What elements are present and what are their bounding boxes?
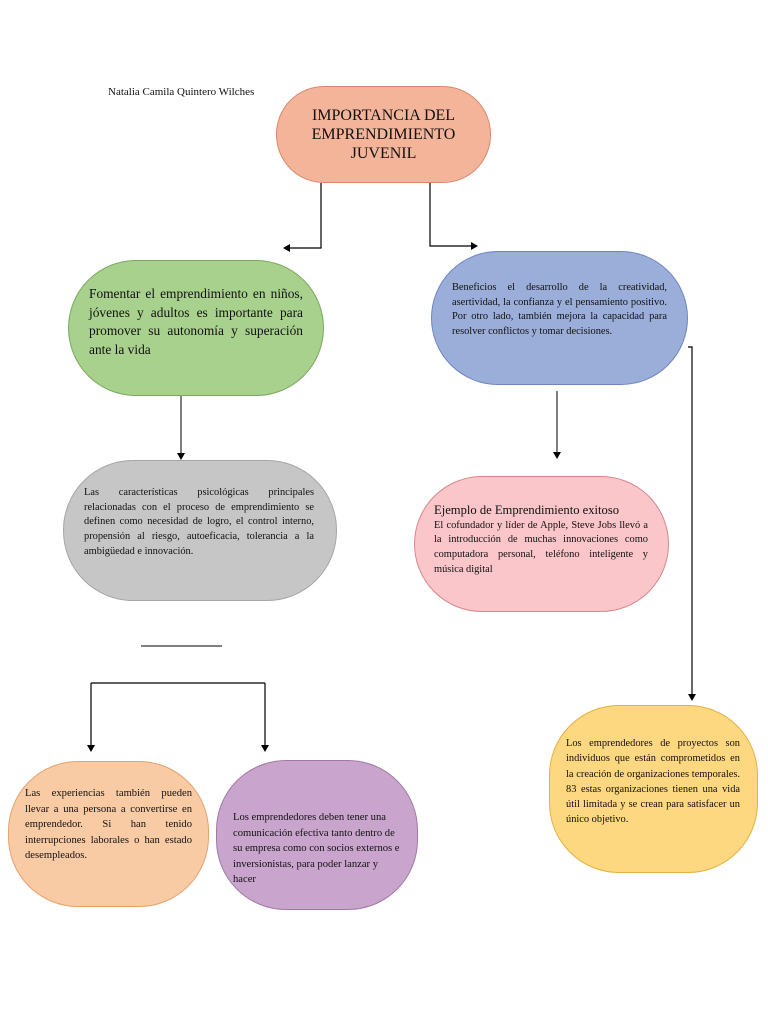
title-node: IMPORTANCIA DEL EMPRENDIMIENTO JUVENIL (276, 86, 491, 183)
node-proyectos: Los emprendedores de proyectos son indiv… (549, 705, 758, 873)
node-fomentar-text: Fomentar el emprendimiento en niños, jóv… (89, 286, 303, 357)
node-ejemplo-text: El cofundador y líder de Apple, Steve Jo… (434, 519, 648, 575)
node-comunicacion: Los emprendedores deben tener una comuni… (216, 760, 418, 910)
node-proyectos-text: Los emprendedores de proyectos son indiv… (566, 738, 740, 826)
node-fomentar: Fomentar el emprendimiento en niños, jóv… (68, 260, 324, 396)
node-caracteristicas: Las características psicológicas princip… (63, 460, 337, 601)
node-experiencias: Las experiencias también pueden llevar a… (8, 761, 209, 907)
arrow-blue-to-yellow (688, 346, 696, 701)
node-beneficios-text: Beneficios el desarrollo de la creativid… (452, 282, 667, 337)
author-name: Natalia Camila Quintero Wilches (108, 86, 255, 98)
node-experiencias-text: Las experiencias también pueden llevar a… (25, 788, 192, 862)
node-ejemplo-heading: Ejemplo de Emprendimiento exitoso (434, 503, 620, 517)
node-ejemplo: Ejemplo de Emprendimiento exitoso El cof… (414, 476, 669, 612)
arrow-title-to-left (283, 183, 322, 252)
node-comunicacion-text: Los emprendedores deben tener una comuni… (233, 812, 400, 885)
arrow-title-to-right (429, 183, 478, 250)
title-text: IMPORTANCIA DEL EMPRENDIMIENTO JUVENIL (311, 107, 456, 162)
node-beneficios: Beneficios el desarrollo de la creativid… (431, 251, 688, 385)
node-caracteristicas-text: Las características psicológicas princip… (84, 487, 314, 557)
